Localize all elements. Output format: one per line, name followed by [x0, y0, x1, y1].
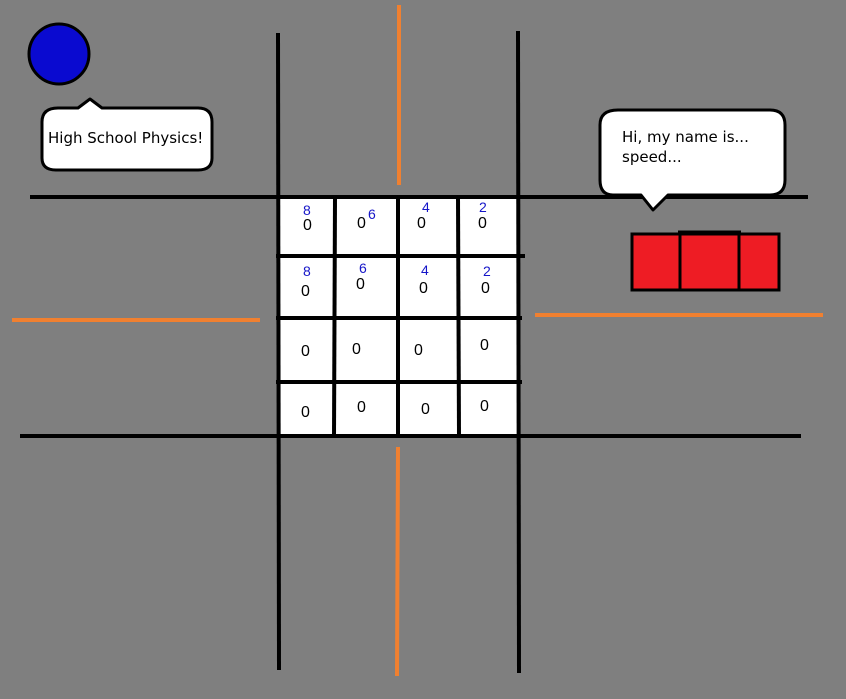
grid-number: 4 [421, 262, 429, 278]
right-speech-bubble [598, 108, 787, 212]
grid-value: 0 [303, 217, 312, 234]
grid-value: 0 [417, 215, 426, 232]
red-car-body [630, 232, 781, 292]
grid-value: 0 [478, 215, 487, 232]
grid-value: 0 [421, 401, 430, 418]
grid-number: 8 [303, 202, 311, 218]
lane-marking-bottom [395, 446, 400, 677]
grid-number: 8 [303, 263, 311, 279]
right-bubble-text: Hi, my name is... speed... [622, 128, 749, 166]
grid-value: 0 [480, 398, 489, 415]
road-edge-right [516, 30, 521, 674]
grid-value: 0 [357, 215, 366, 232]
grid-value: 0 [481, 280, 490, 297]
grid-value: 0 [419, 280, 428, 297]
left-speech-bubble [40, 97, 214, 172]
grid-value: 0 [356, 276, 365, 293]
road-edge-left [276, 32, 281, 671]
grid-number: 4 [422, 199, 430, 215]
grid-number: 6 [359, 260, 367, 276]
grid-value: 0 [352, 341, 361, 358]
left-bubble-text: High School Physics! [48, 129, 204, 147]
grid-value: 0 [414, 342, 423, 359]
grid-value: 0 [357, 399, 366, 416]
blue-ball [27, 22, 91, 86]
grid-value: 0 [301, 404, 310, 421]
grid-value: 0 [301, 343, 310, 360]
grid-value: 0 [301, 283, 310, 300]
grid-number: 2 [479, 199, 487, 215]
grid-number: 2 [483, 263, 491, 279]
grid-value: 0 [480, 337, 489, 354]
grid-number: 6 [368, 206, 376, 222]
